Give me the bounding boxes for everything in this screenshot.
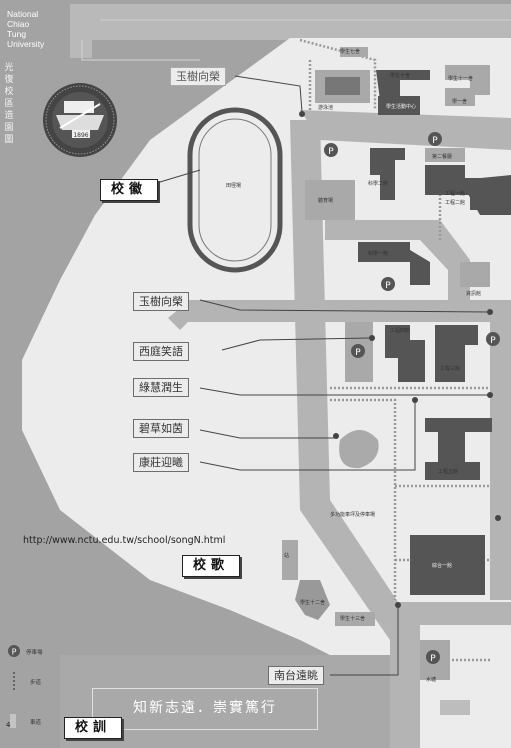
svg-text:P: P <box>385 281 391 291</box>
building-label: 水塘 <box>426 677 437 683</box>
building-label: 第二餐廳 <box>432 154 453 160</box>
song-url[interactable]: http://www.nctu.edu.tw/school/songN.html <box>23 535 226 546</box>
info-center-building <box>460 262 490 287</box>
building-label: 工程二館 <box>445 200 466 206</box>
legend-road: 車道 <box>30 720 42 726</box>
south-building-2 <box>440 700 470 715</box>
building-label: 學生十舍 <box>390 73 411 79</box>
building-label: 科學一館 <box>368 251 389 257</box>
road-loop <box>325 220 470 320</box>
running-track <box>187 107 283 273</box>
scenic-label-nantai: 南台遠眺 <box>268 666 324 685</box>
assembly2-building <box>425 148 465 162</box>
svg-text:P: P <box>328 147 334 157</box>
road-spur <box>168 300 200 330</box>
building-label: 學一舍 <box>452 99 468 105</box>
walkways <box>299 38 490 662</box>
building-label: 游泳池 <box>318 105 334 111</box>
leader-lines <box>139 75 491 676</box>
vertical-map-title: 光復校區造園圖 <box>4 63 14 145</box>
dorm11-building <box>445 65 490 95</box>
building-label: 資訊館 <box>466 291 482 297</box>
dorm12-building <box>295 580 330 620</box>
emblem-shield <box>56 115 104 130</box>
song-heading: 校歌 <box>182 555 241 577</box>
university-name: National Chiao Tung University <box>7 9 44 49</box>
eng2-building <box>460 175 511 215</box>
legend-walkway: 步道 <box>30 680 42 686</box>
building-label: 學生十二舍 <box>300 600 326 606</box>
university-name-line: Chiao <box>7 19 30 29</box>
motto-heading: 校訓 <box>64 717 123 739</box>
road-west <box>290 120 410 640</box>
building-label: 學生七舍 <box>340 49 361 55</box>
building-label: 科學二館 <box>368 181 389 187</box>
building-label: 學生十一舍 <box>448 76 474 82</box>
dorm10-building <box>376 70 430 100</box>
road-south-vertical <box>390 625 420 748</box>
building-label: 工程五館 <box>438 469 459 475</box>
sci2-building <box>370 148 405 200</box>
building-label: 田徑場 <box>226 183 242 189</box>
pool-water <box>325 77 360 95</box>
scenic-label-xiting: 西庭笑語 <box>133 342 189 361</box>
university-name-line: National <box>7 9 39 19</box>
eng4-building <box>385 325 425 382</box>
eng5-building <box>425 418 492 480</box>
svg-text:P: P <box>355 348 361 358</box>
road-north <box>300 110 511 150</box>
svg-text:P: P <box>430 654 436 664</box>
scenic-label-yushu: 玉樹向榮 <box>133 292 189 311</box>
university-name-line: Tung <box>7 29 27 39</box>
dorm1-building <box>445 88 475 106</box>
emblem-heading: 校徽 <box>100 179 159 201</box>
svg-text:P: P <box>490 336 496 346</box>
road-south <box>390 602 511 625</box>
legend-symbols <box>10 672 16 728</box>
activity-center-building <box>378 96 420 115</box>
building-label: 站 <box>284 553 290 559</box>
scenic-label-bicao: 碧草如茵 <box>133 419 189 438</box>
legend-parking: 停車場 <box>26 650 43 656</box>
page-number: 4 <box>6 721 11 729</box>
dorm7-building <box>340 47 368 57</box>
building-label: 體育場 <box>318 198 334 204</box>
top-band <box>70 4 511 58</box>
general-building <box>410 535 485 595</box>
building-label: 工程三館 <box>440 366 461 372</box>
top-band-line-2 <box>81 40 200 61</box>
university-emblem <box>43 83 117 157</box>
svg-text:P: P <box>12 648 17 657</box>
building-label: 工程四館 <box>390 328 411 334</box>
leader-dots <box>299 111 501 608</box>
svg-text:P: P <box>432 136 438 146</box>
building-label: 工程一館 <box>445 191 466 197</box>
university-name-line: University <box>7 39 45 49</box>
motto-text: 知新志遠．崇實篤行 <box>92 688 318 730</box>
scenic-label-kangzhuang: 康莊迎曦 <box>133 453 189 472</box>
emblem-book <box>64 101 94 113</box>
building-label: 學生活動中心 <box>386 104 417 110</box>
campus-area <box>22 38 511 748</box>
station-building <box>282 540 298 580</box>
road-east <box>490 320 511 600</box>
gym-building <box>305 180 355 220</box>
building-label: 綜合一館 <box>432 563 453 569</box>
parking-markers: P P P P P P P <box>8 132 500 664</box>
building-label: 學生十三舍 <box>340 616 366 622</box>
dorm13-building <box>335 612 375 626</box>
scenic-label-yushu-north: 玉樹向榮 <box>170 67 226 86</box>
sci1-building <box>358 242 430 285</box>
scenic-label-lvhui: 綠慧潤生 <box>133 378 189 397</box>
track-field <box>198 118 272 262</box>
lake <box>339 430 379 469</box>
emblem-year: 1896 <box>73 132 88 139</box>
legend-area <box>0 655 60 748</box>
building-label: 多功能車坪及停車場 <box>330 512 376 518</box>
eng3-building <box>435 325 478 382</box>
